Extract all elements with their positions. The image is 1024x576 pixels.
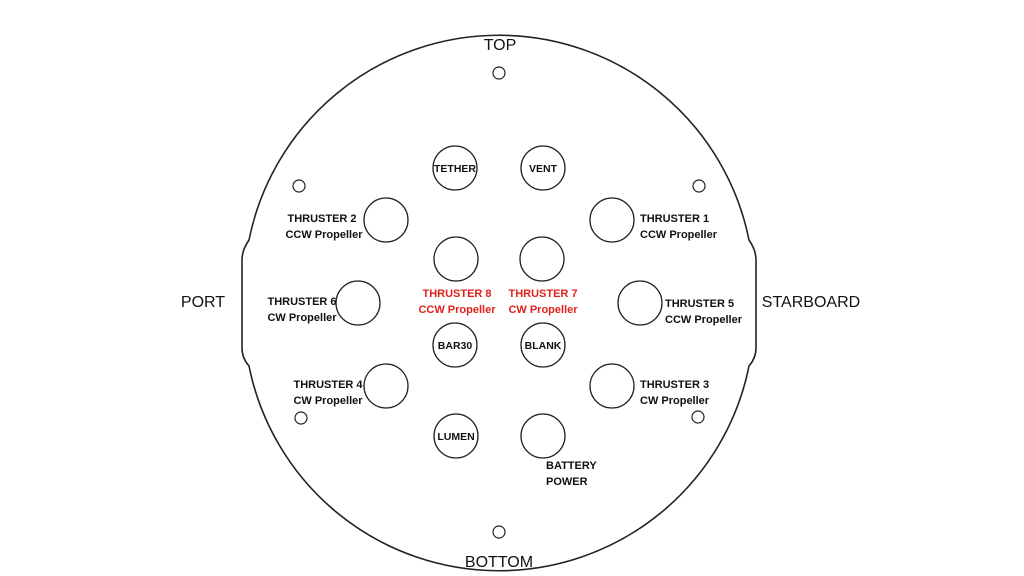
port-hole-blank [520,322,566,368]
port-hole-lumen [433,413,479,459]
bolt-hole-upper-right [692,179,706,193]
thruster2-label: THRUSTER 2 CCW Propeller [285,213,363,241]
battery-power-label: BATTERY POWER [546,460,597,488]
thruster2-propeller: CCW Propeller [285,229,363,241]
thruster4-name: THRUSTER 4 [293,379,363,391]
endcap-outline [241,34,757,572]
port-hole-thruster3 [589,363,635,409]
direction-port: PORT [181,294,225,311]
thruster2-name: THRUSTER 2 [287,213,356,225]
thruster1-label: THRUSTER 1 CCW Propeller [640,213,718,241]
port-hole-bar30 [432,322,478,368]
direction-bottom: BOTTOM [465,554,533,571]
tether-label: TETHER [434,163,476,175]
thruster8-name: THRUSTER 8 [422,288,491,300]
port-hole-thruster6 [335,280,381,326]
bolt-hole-lower-left [294,411,308,425]
thruster4-propeller: CW Propeller [293,395,363,407]
port-hole-thruster5 [617,280,663,326]
thruster4-label: THRUSTER 4 CW Propeller [293,379,363,407]
port-hole-thruster8 [433,236,479,282]
direction-starboard: STARBOARD [762,294,860,311]
bolt-hole-top [492,66,506,80]
thruster7-propeller: CW Propeller [508,304,578,316]
port-hole-battery-power [520,413,566,459]
thruster3-propeller: CW Propeller [640,395,710,407]
battery-power-line2: POWER [546,476,588,488]
port-hole-thruster4 [363,363,409,409]
port-hole-thruster7 [519,236,565,282]
bolt-hole-lower-right [691,410,705,424]
thruster8-label: THRUSTER 8 CCW Propeller [418,288,496,316]
bar30-label: BAR30 [438,340,473,352]
thruster3-name: THRUSTER 3 [640,379,709,391]
direction-top: TOP [484,37,517,54]
port-hole-vent [520,145,566,191]
battery-power-line1: BATTERY [546,460,597,472]
bolt-hole-bottom [492,525,506,539]
thruster5-label: THRUSTER 5 CCW Propeller [665,298,743,326]
port-hole-thruster2 [363,197,409,243]
thruster7-label: THRUSTER 7 CW Propeller [508,288,578,316]
port-hole-tether [432,145,478,191]
blank-label: BLANK [525,340,562,352]
thruster5-propeller: CCW Propeller [665,314,743,326]
thruster8-propeller: CCW Propeller [418,304,496,316]
thruster1-propeller: CCW Propeller [640,229,718,241]
thruster6-propeller: CW Propeller [267,312,337,324]
bolt-hole-upper-left [292,179,306,193]
thruster6-name: THRUSTER 6 [267,296,336,308]
thruster6-label: THRUSTER 6 CW Propeller [267,296,337,324]
thruster5-name: THRUSTER 5 [665,298,734,310]
thruster1-name: THRUSTER 1 [640,213,709,225]
vent-label: VENT [529,163,558,175]
thruster3-label: THRUSTER 3 CW Propeller [640,379,710,407]
thruster7-name: THRUSTER 7 [508,288,577,300]
lumen-label: LUMEN [437,431,474,443]
port-hole-thruster1 [589,197,635,243]
